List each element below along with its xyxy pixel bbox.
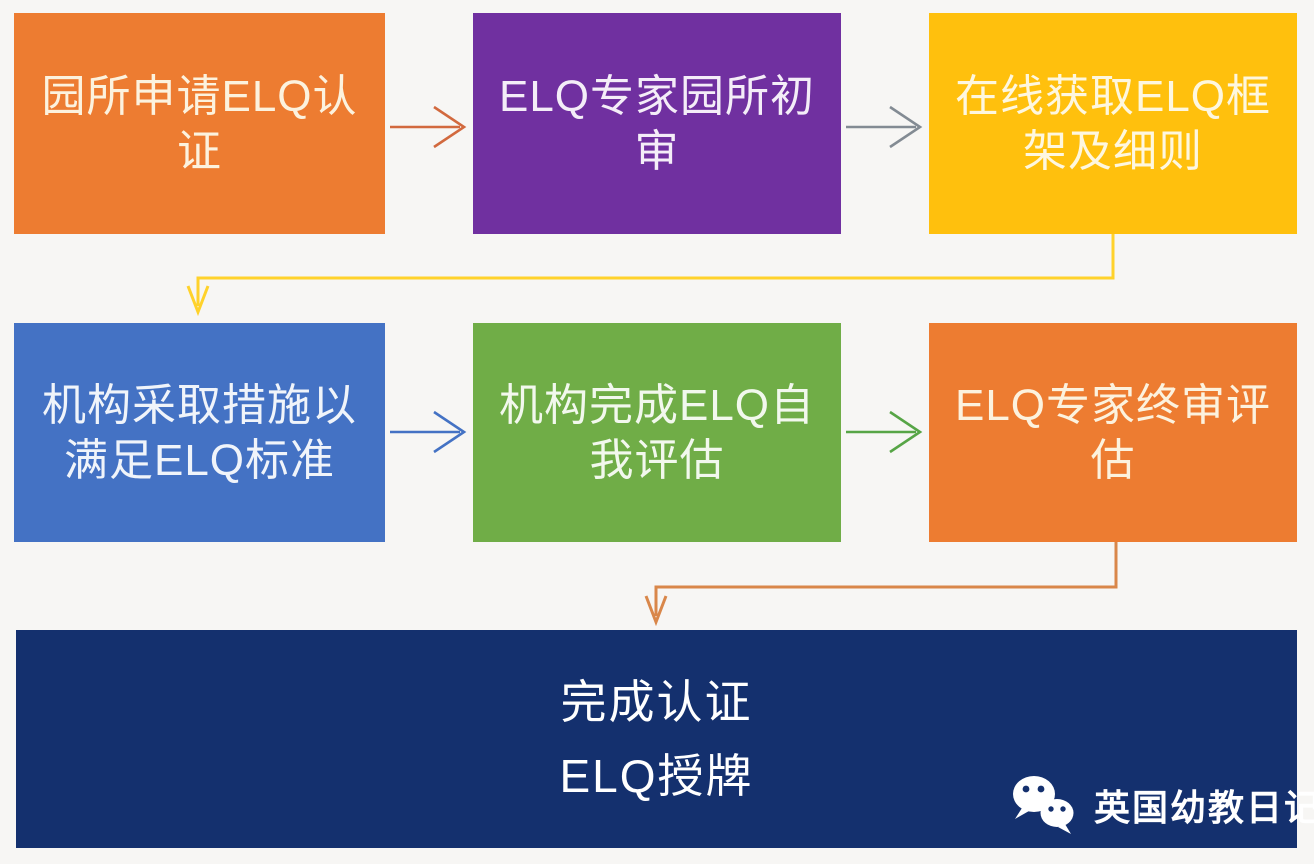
flow-step-final-review: ELQ专家终审评 估: [929, 323, 1297, 542]
wechat-icon: [1013, 776, 1074, 834]
arrow-framework-to-measures-icon: [186, 234, 1115, 317]
flow-step-take-measures: 机构采取措施以 满足ELQ标准: [14, 323, 385, 542]
flow-step-apply: 园所申请ELQ认 证: [14, 13, 385, 234]
brand-name: 英国幼教日记: [1094, 787, 1314, 828]
arrow-final-to-result-icon: [644, 542, 1118, 626]
arrow-assessment-to-final-icon: [846, 410, 923, 454]
result-panel: 完成认证 ELQ授牌: [16, 630, 1297, 848]
flow-step-preliminary-review: ELQ专家园所初 审: [473, 13, 841, 234]
brand-watermark: 英国幼教日记: [1008, 772, 1314, 838]
flow-step-get-framework: 在线获取ELQ框 架及细则: [929, 13, 1297, 234]
arrow-review-to-framework-icon: [846, 105, 923, 149]
result-line-elq-plaque: ELQ授牌: [559, 750, 754, 802]
result-line-certified: 完成认证: [560, 676, 753, 728]
arrow-apply-to-review-icon: [390, 105, 467, 149]
flow-step-self-assessment: 机构完成ELQ自 我评估: [473, 323, 841, 542]
arrow-measures-to-assessment-icon: [390, 410, 467, 454]
